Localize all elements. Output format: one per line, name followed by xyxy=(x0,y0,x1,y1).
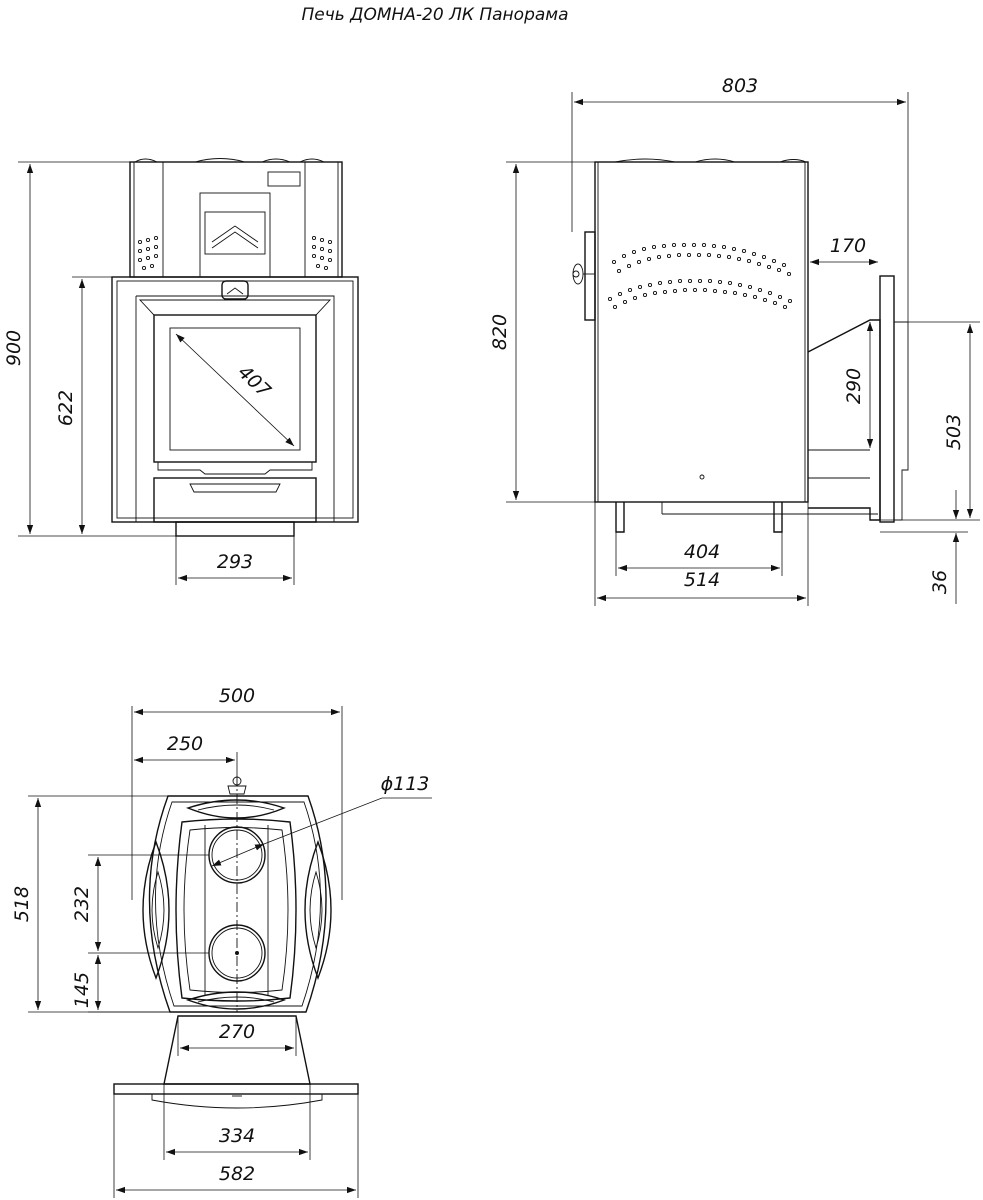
hole-spacing-label: 232 xyxy=(71,886,93,922)
side-height-label: 820 xyxy=(489,314,511,350)
leg-span-label: 404 xyxy=(684,541,720,563)
front-view: 407 900 622 293 xyxy=(3,158,359,585)
portal-outer-label: 582 xyxy=(219,1163,255,1185)
height-body-label: 622 xyxy=(55,390,77,426)
front-vent-holes-right xyxy=(311,235,333,271)
glass-diagonal-label: 407 xyxy=(233,361,274,402)
front-vent-holes-left xyxy=(137,235,159,271)
front-body xyxy=(111,276,359,537)
neck-width-label: 270 xyxy=(219,1021,255,1043)
depth-total-label: 803 xyxy=(722,75,758,97)
half-width-label: 250 xyxy=(167,733,203,755)
hole-offset-label: 145 xyxy=(71,972,93,1008)
side-view: 803 820 170 290 503 36 404 514 xyxy=(489,75,980,606)
top-width-total-label: 500 xyxy=(219,685,255,707)
leg-height-label: 36 xyxy=(929,570,951,594)
tank-total-height-label: 503 xyxy=(943,414,965,450)
hole-diameter-label: ϕ113 xyxy=(381,773,430,795)
height-total-label: 900 xyxy=(3,330,25,366)
top-body xyxy=(113,776,359,1109)
drawing-title: Печь ДОМНА-20 ЛК Панорама xyxy=(301,5,568,25)
base-width-label: 293 xyxy=(217,551,253,573)
side-vent-holes xyxy=(607,242,793,310)
top-view: 500 250 ϕ113 518 232 145 270 334 xyxy=(11,685,432,1198)
tank-offset-label: 170 xyxy=(830,235,866,257)
portal-inner-label: 334 xyxy=(219,1125,255,1147)
body-depth-label: 514 xyxy=(684,569,720,591)
side-body xyxy=(572,158,909,533)
top-depth-label: 518 xyxy=(11,886,33,922)
tank-height-label: 290 xyxy=(843,368,865,404)
front-top-tank xyxy=(129,158,343,278)
